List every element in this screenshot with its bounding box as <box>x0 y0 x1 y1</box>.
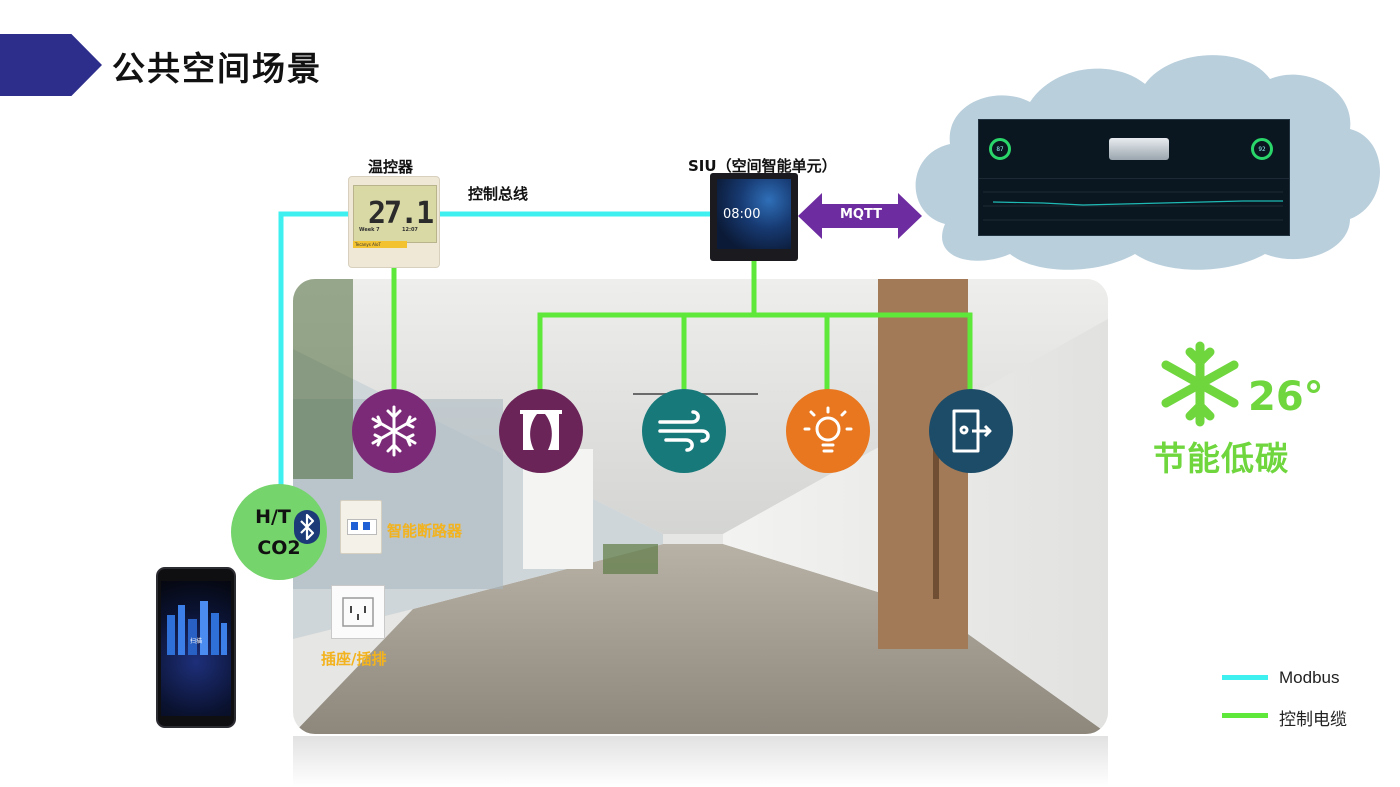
dashboard-ring-left: 87 <box>989 138 1011 160</box>
modbus-line-left <box>278 211 352 492</box>
mqtt-arrow <box>798 193 922 239</box>
light-device-circle <box>786 389 870 473</box>
socket-holes-icon <box>342 597 374 627</box>
eco-snowflake-icon <box>1161 341 1239 427</box>
legend-label-control-cable: 控制电缆 <box>1279 710 1347 729</box>
curtain-device-circle <box>499 389 583 473</box>
phone-scan-label: 扫描 <box>189 638 202 645</box>
bluetooth-badge <box>294 510 320 544</box>
dashboard-ahu-image <box>1109 138 1169 160</box>
breaker-toggle-right <box>363 522 370 530</box>
thermostat-label: 温控器 <box>368 158 414 176</box>
dashboard-trend-line <box>983 191 1283 221</box>
siu-screen: 08:00 <box>717 179 791 249</box>
bluetooth-icon <box>300 513 315 541</box>
thermostat-screen: 27.1 Week 7 12:07 <box>353 185 437 243</box>
thermostat-week: Week 7 <box>359 227 380 233</box>
sensor-line2: CO2 <box>257 537 301 559</box>
corridor-reflection <box>293 736 1108 787</box>
cable-branch <box>537 312 973 392</box>
siu-device: 08:00 <box>710 173 798 261</box>
legend-label-modbus: Modbus <box>1279 668 1340 687</box>
ac-device-circle <box>352 389 436 473</box>
thermostat-clock: 12:07 <box>402 227 418 233</box>
legend-swatch-modbus <box>1222 675 1268 680</box>
breaker-toggle-left <box>351 522 358 530</box>
door-icon <box>952 409 992 453</box>
eco-slogan: 节能低碳 <box>1153 439 1289 478</box>
smart-breaker-label: 智能断路器 <box>387 522 463 540</box>
thermostat-temperature: 27.1 <box>368 196 434 231</box>
mqtt-label: MQTT <box>840 207 883 222</box>
eco-temperature: 26° <box>1248 374 1324 420</box>
wind-icon <box>658 410 710 452</box>
sensor-line1: H/T <box>255 506 291 528</box>
fan-device-circle <box>642 389 726 473</box>
cloud-dashboard-screenshot: 87 92 <box>978 119 1290 236</box>
smart-breaker-device <box>340 500 382 554</box>
socket-device <box>331 585 385 639</box>
dashboard-ring-right: 92 <box>1251 138 1273 160</box>
phone-app: 扫描 <box>156 567 236 728</box>
curtain-icon <box>520 410 562 450</box>
dashboard-header: 87 92 <box>979 120 1289 179</box>
control-bus-label: 控制总线 <box>468 185 529 203</box>
door-device-circle <box>929 389 1013 473</box>
phone-cityscape <box>167 601 227 655</box>
siu-label: SIU（空间智能单元） <box>688 157 837 175</box>
lightbulb-icon <box>803 406 853 453</box>
snowflake-icon <box>371 405 417 457</box>
thermostat-device: 27.1 Week 7 12:07 Tecanys AloT <box>348 176 440 268</box>
phone-screen: 扫描 <box>161 581 231 716</box>
page-title: 公共空间场景 <box>112 49 322 88</box>
socket-label: 插座/插排 <box>321 650 387 668</box>
thermostat-brand: Tecanys AloT <box>353 241 407 248</box>
legend-swatch-control-cable <box>1222 713 1268 718</box>
siu-time: 08:00 <box>723 207 761 222</box>
